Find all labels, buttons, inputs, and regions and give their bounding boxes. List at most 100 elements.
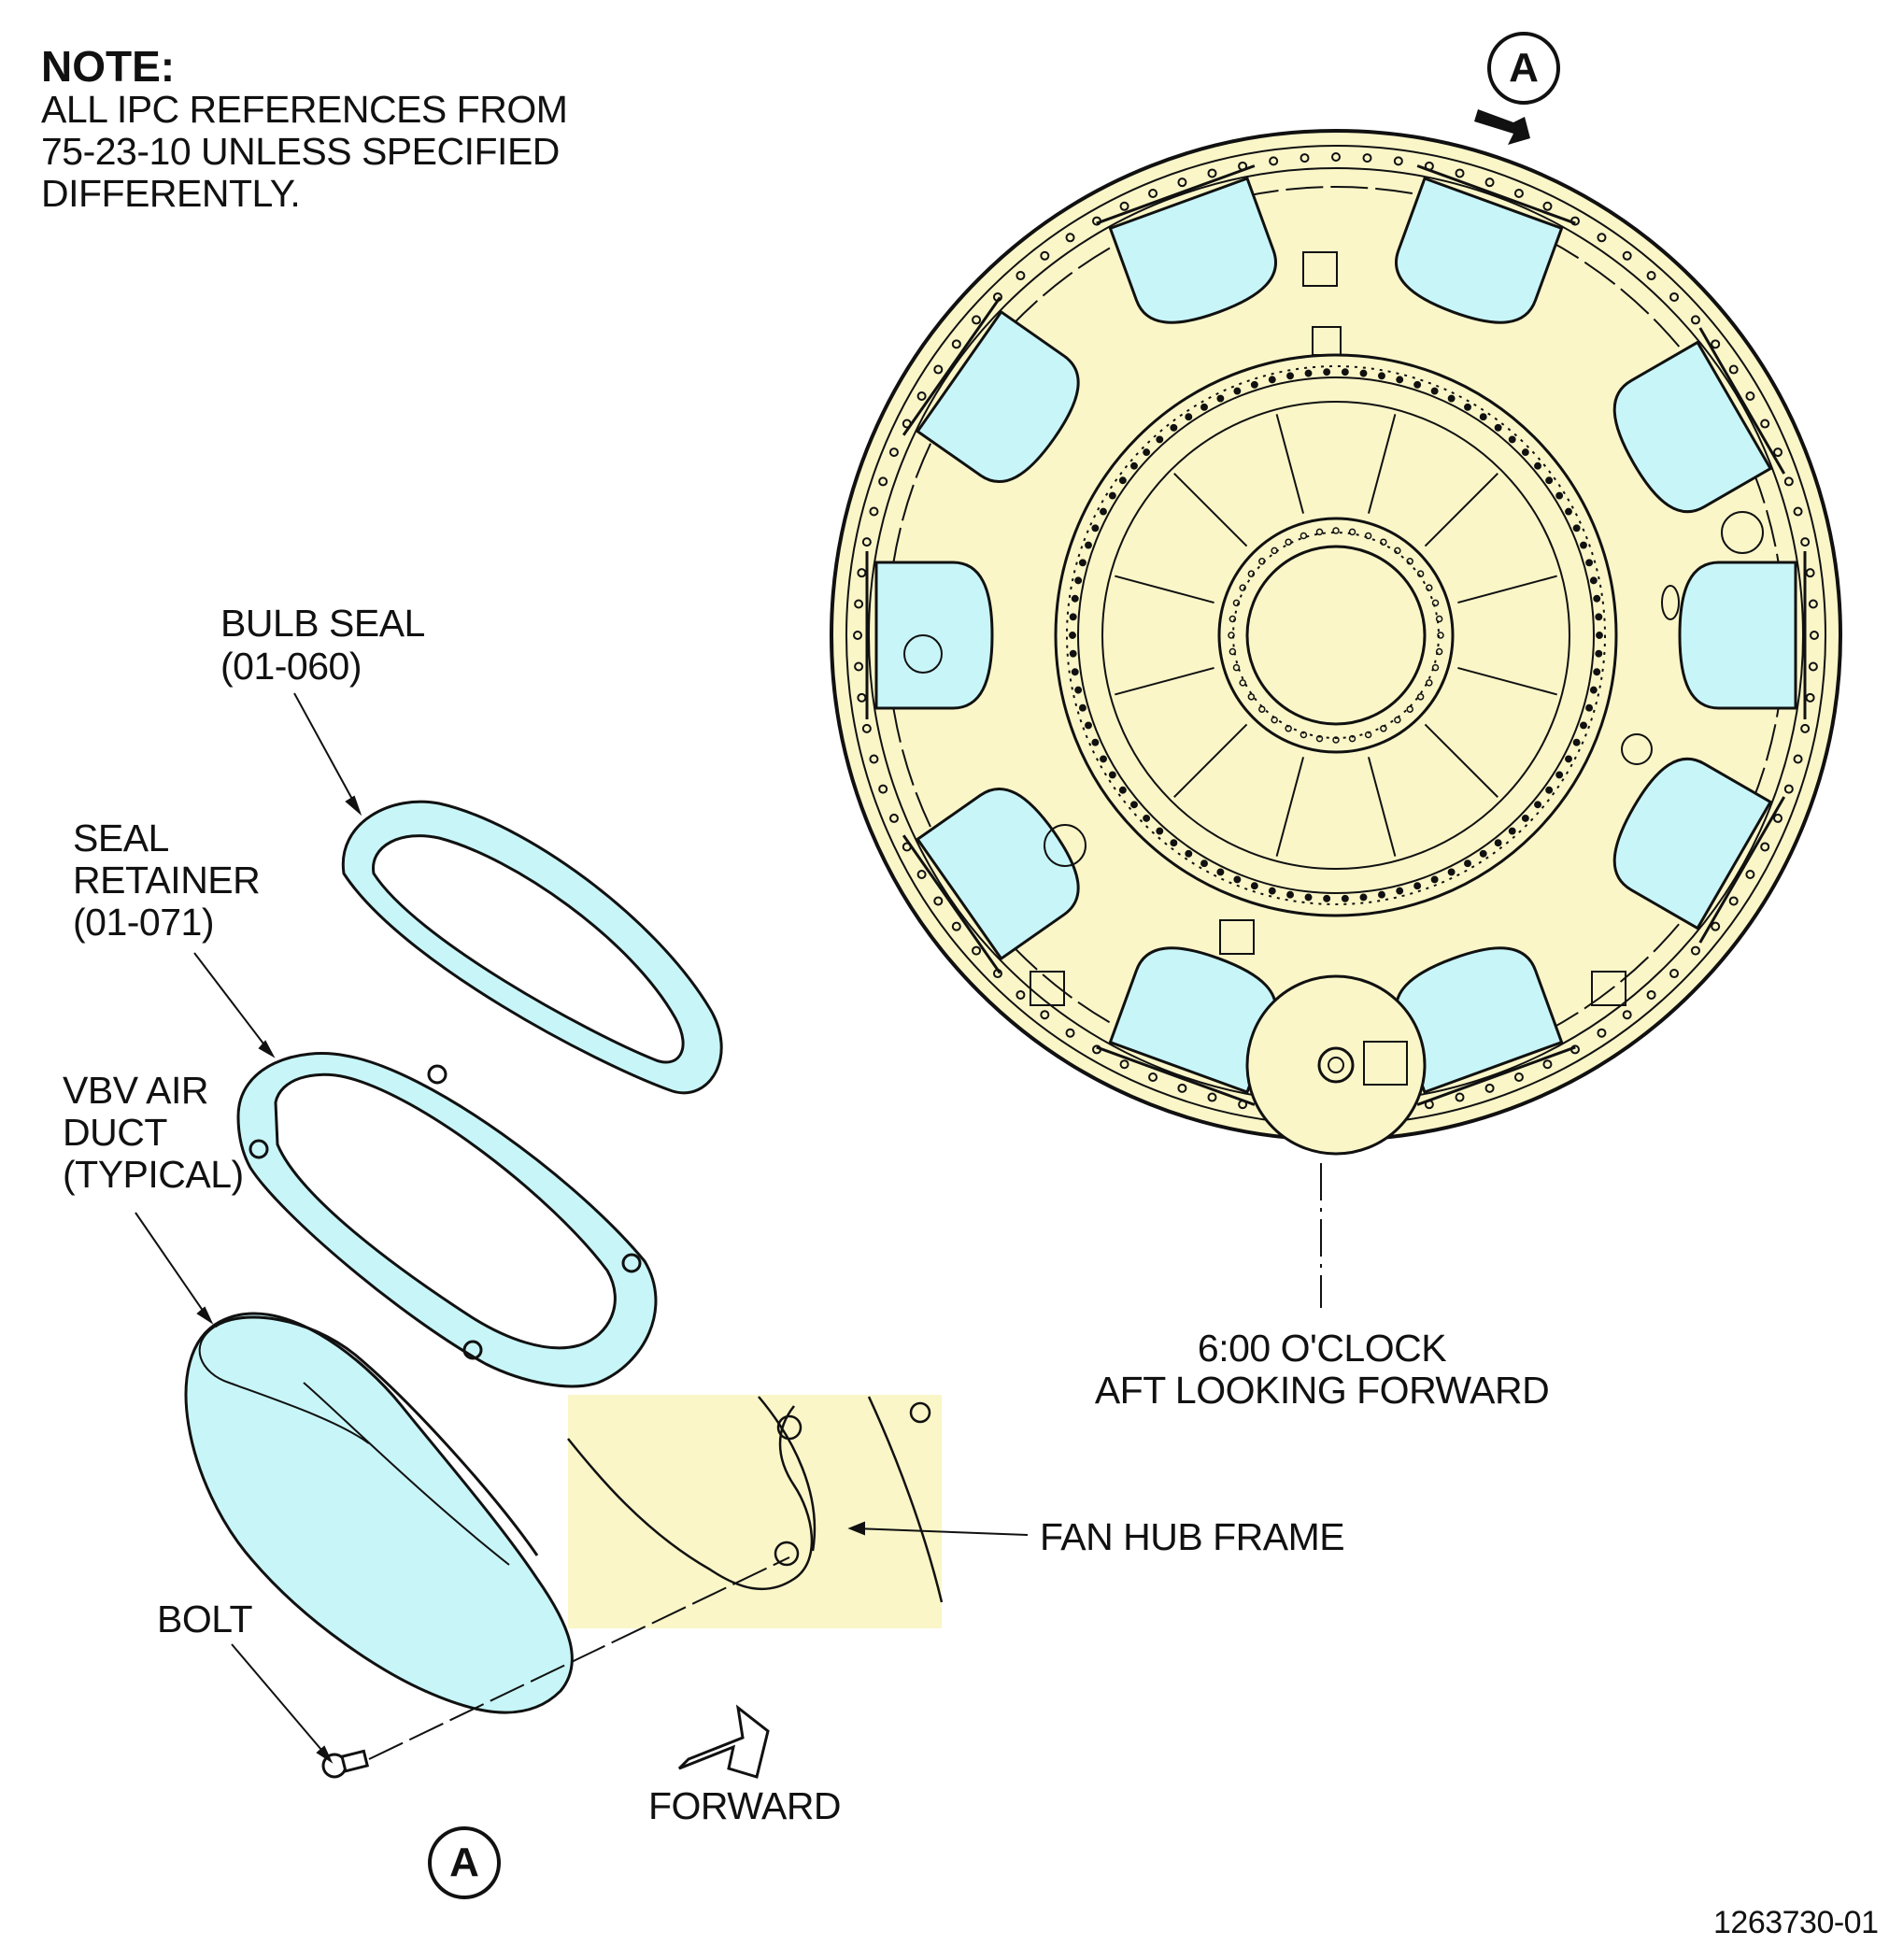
fan-hub-frame-inset-lines [567, 1396, 944, 1603]
rim-bolt-hole [1669, 291, 1680, 302]
rim-bolt-hole [853, 631, 862, 640]
inner-bolt-hole [1071, 668, 1079, 676]
hub-bolt-hole [1315, 734, 1324, 743]
frame-spoke [1367, 757, 1397, 857]
frame-spoke [1367, 414, 1397, 514]
inner-bolt-hole [1534, 801, 1541, 809]
hub-bolt-hole [1332, 527, 1340, 534]
rim-bolt-hole [1773, 813, 1783, 823]
bulb-seal-part [341, 800, 723, 1095]
figure-number: 1263730-01 [1713, 1905, 1879, 1940]
inner-bolt-hole [1565, 507, 1572, 516]
seal-retainer-part [236, 1052, 658, 1388]
rim-bolt-hole [1119, 1059, 1129, 1070]
rim-bolt-hole [1455, 168, 1465, 178]
vbv-duct-ports [865, 164, 1807, 1106]
frame-spoke [1275, 414, 1305, 514]
hub-bolt-hole [1247, 693, 1256, 701]
inner-bolt-hole [1200, 403, 1208, 411]
inner-bolt-hole [1304, 893, 1313, 902]
rim-bolt-hole [1711, 339, 1721, 349]
inner-bolt-hole [1185, 413, 1193, 421]
rim-bolt-hole [854, 599, 864, 609]
rim-bolt-hole [933, 364, 944, 375]
rim-bolt-hole [857, 692, 867, 703]
hub-bolt-hole [1406, 558, 1413, 565]
forward-label: FORWARD [648, 1784, 842, 1827]
rim-bolt-hole [878, 784, 888, 794]
rim-bolt-hole [1669, 969, 1680, 979]
rim-bolt-hole [1805, 692, 1815, 703]
hub-bolt-hole [1380, 725, 1387, 732]
inner-bolt-hole [1413, 380, 1422, 389]
inner-bolt-hole [1593, 594, 1601, 603]
inner-bolt-hole [1589, 576, 1598, 585]
rim-bolt-hole [1622, 250, 1632, 261]
rim-bolt-hole [1269, 156, 1279, 166]
hub-bolt-hole [1229, 615, 1237, 623]
rim-bolt-hole [916, 870, 927, 879]
rim-bolt-hole [1783, 784, 1794, 794]
vbv-port [1612, 757, 1786, 944]
inner-bolt-hole [1508, 827, 1516, 835]
inner-bolt-hole [1143, 814, 1151, 822]
inner-bolt-hole [1464, 859, 1471, 868]
vbv-port-flange [1416, 1045, 1576, 1106]
inner-bolt-hole [1156, 827, 1164, 835]
inner-bolt-hole [1521, 448, 1529, 457]
bolt-axis [368, 1556, 790, 1760]
vbv-port [902, 787, 1080, 974]
inner-bolt-hole [1494, 839, 1502, 847]
rim-bolt-hole [888, 447, 899, 458]
clock-label-1: 6:00 O'CLOCK [1197, 1327, 1447, 1370]
inner-bolt-hole [1304, 369, 1313, 377]
inner-bolt-hole [1250, 882, 1258, 890]
inner-bolt-hole [1170, 839, 1178, 847]
rim-bolt-hole [1065, 233, 1075, 243]
inner-bolt-hole [1572, 524, 1581, 533]
hub-bolt-hole [1416, 693, 1425, 701]
rim-bolt-hole [916, 391, 927, 401]
vbv-port-flange [902, 296, 1001, 436]
inner-bolt-hole [1378, 372, 1385, 380]
rim-bolt-hole [1760, 842, 1770, 852]
frame-spoke [1457, 666, 1557, 696]
inner-bolt-hole [1216, 394, 1225, 403]
rim-bolt-hole [1783, 476, 1794, 487]
vbv-port [902, 296, 1080, 484]
rim-bolt-hole [1040, 250, 1050, 261]
rim-bolt-hole [1119, 201, 1129, 211]
leader-lines [135, 692, 1029, 1764]
vbv-port-body [1395, 177, 1564, 324]
vbv-port-body [1612, 757, 1773, 930]
inner-bolt-hole [1430, 387, 1439, 395]
view-a-badge-top: A [1487, 32, 1560, 105]
hub-bolt-hole [1229, 647, 1237, 656]
note-line-1: ALL IPC REFERENCES FROM [41, 88, 568, 131]
vbv-port-body [1108, 177, 1277, 324]
vbv-port-body [1612, 340, 1773, 514]
inner-bolt-hole [1593, 668, 1601, 676]
vbv-port-flange [1096, 1045, 1256, 1106]
frame-spoke [1457, 575, 1557, 604]
rim-bolt-hole [1148, 188, 1158, 198]
vbv-port-body [874, 561, 994, 710]
inner-bolt-hole [1100, 755, 1107, 763]
rim-bolt-hole [1597, 233, 1607, 243]
inner-bolt-hole [1534, 462, 1541, 470]
hub-bolt-hole [1364, 731, 1372, 739]
hub-bolt-hole [1364, 532, 1372, 540]
inner-bolt-hole [1108, 771, 1116, 779]
inner-bolt-hole [1118, 786, 1127, 794]
vbv-port-flange [1416, 164, 1576, 225]
vbv-air-duct-part [184, 1312, 574, 1714]
rim-bolt-hole [1393, 156, 1403, 166]
inner-bolt-hole [1250, 380, 1258, 389]
rim-bolt-hole [1040, 1010, 1050, 1020]
inner-bolt-hole [1555, 491, 1564, 500]
note-line-3: DIFFERENTLY. [41, 172, 301, 215]
hub-bolt-hole [1315, 528, 1324, 536]
inner-bolt-hole [1268, 376, 1276, 384]
inner-bolt-hole [1595, 613, 1603, 621]
inner-bolt-hole [1091, 524, 1100, 533]
